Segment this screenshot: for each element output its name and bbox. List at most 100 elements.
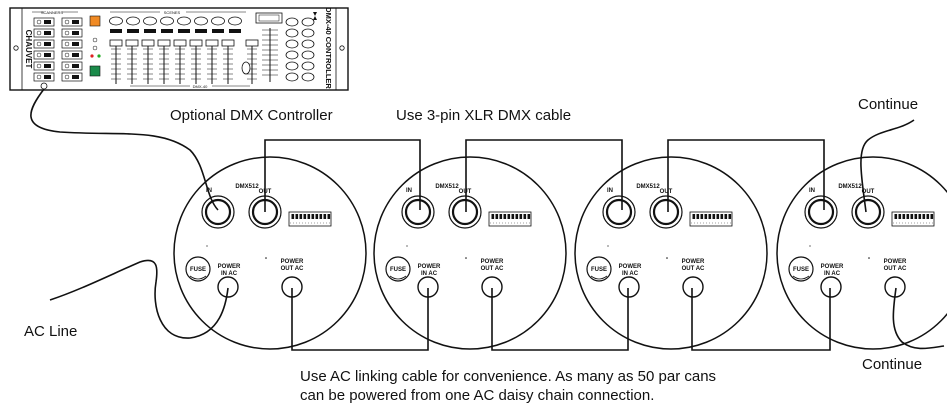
blackout-button[interactable] <box>89 65 101 77</box>
up-arrow-icon[interactable] <box>313 12 317 16</box>
fader-knob[interactable] <box>205 39 219 47</box>
dip-switch-lever[interactable] <box>515 214 519 219</box>
dip-switch-lever[interactable] <box>499 214 503 219</box>
dip-switch-lever[interactable] <box>712 214 716 219</box>
dip-switch-lever[interactable] <box>716 214 720 219</box>
down-arrow-icon[interactable] <box>313 16 317 20</box>
dip-switch-lever[interactable] <box>918 214 922 219</box>
function-button[interactable] <box>301 72 315 82</box>
dip-switch-lever[interactable] <box>307 214 311 219</box>
dip-switch-lever[interactable] <box>311 214 315 219</box>
fuse-label: FUSE <box>190 267 206 273</box>
led-red <box>90 54 94 58</box>
function-button[interactable] <box>301 61 315 71</box>
function-button[interactable] <box>285 28 299 38</box>
dip-switch-lever[interactable] <box>724 214 728 219</box>
dip-switch-lever[interactable] <box>700 214 704 219</box>
scene-indicator <box>178 29 190 33</box>
dip-switch-lever[interactable] <box>898 214 902 219</box>
dip-switch-lever[interactable] <box>519 214 523 219</box>
fuse-holder[interactable] <box>385 256 411 282</box>
power-in-label: POWER <box>218 264 241 270</box>
dip-switch-lever[interactable] <box>914 214 918 219</box>
fader-knob[interactable] <box>141 39 155 47</box>
scanner-led <box>64 52 70 58</box>
function-button[interactable] <box>301 39 315 49</box>
power-in-port[interactable] <box>217 276 239 298</box>
fader-knob[interactable] <box>189 39 203 47</box>
scanner-indicator <box>72 31 79 35</box>
dip-switch-lever[interactable] <box>291 214 295 219</box>
function-button[interactable] <box>285 72 299 82</box>
scene-button[interactable] <box>160 16 174 26</box>
scene-button[interactable] <box>177 16 191 26</box>
dip-switch-lever[interactable] <box>523 214 527 219</box>
fuse-holder[interactable] <box>788 256 814 282</box>
function-button[interactable] <box>301 17 315 27</box>
power-in-port[interactable] <box>618 276 640 298</box>
dip-switch-lever[interactable] <box>728 214 732 219</box>
scene-button[interactable] <box>194 16 208 26</box>
function-button[interactable] <box>301 50 315 60</box>
fuse-holder[interactable] <box>586 256 612 282</box>
fuse-label: FUSE <box>591 267 607 273</box>
dip-switch-lever[interactable] <box>704 214 708 219</box>
dip-switch-lever[interactable] <box>720 214 724 219</box>
dip-switch-lever[interactable] <box>323 214 327 219</box>
fade-time-knob[interactable] <box>241 61 251 75</box>
dip-switch-lever[interactable] <box>327 214 331 219</box>
dip-switch-lever[interactable] <box>295 214 299 219</box>
dip-switch-lever[interactable] <box>910 214 914 219</box>
controller-dmx-out-port[interactable] <box>40 82 48 90</box>
fuse-holder[interactable] <box>185 256 211 282</box>
power-in-label-sub: IN AC <box>221 271 238 277</box>
fader-knob[interactable] <box>125 39 139 47</box>
function-button[interactable] <box>285 39 299 49</box>
function-button[interactable] <box>285 50 299 60</box>
dip-switch-lever[interactable] <box>922 214 926 219</box>
function-button[interactable] <box>285 61 299 71</box>
dip-switch-lever[interactable] <box>902 214 906 219</box>
dip-switch-lever[interactable] <box>708 214 712 219</box>
fader-knob[interactable] <box>173 39 187 47</box>
fader-knob[interactable] <box>157 39 171 47</box>
dip-switch-lever[interactable] <box>491 214 495 219</box>
fader-knob[interactable] <box>109 39 123 47</box>
dip-switch-lever[interactable] <box>926 214 930 219</box>
dmx-cable-3-4 <box>667 139 825 212</box>
power-out-port[interactable] <box>682 276 704 298</box>
dip-switch-lever[interactable] <box>894 214 898 219</box>
fuse-label: FUSE <box>793 267 809 273</box>
dip-switch-lever[interactable] <box>507 214 511 219</box>
dip-switch-lever[interactable] <box>527 214 531 219</box>
dip-switch-lever[interactable] <box>692 214 696 219</box>
scene-button[interactable] <box>211 16 225 26</box>
dip-switch-lever[interactable] <box>503 214 507 219</box>
scene-button[interactable] <box>109 16 123 26</box>
dmx512-label: DMX512 <box>235 184 259 190</box>
function-button[interactable] <box>301 28 315 38</box>
scene-button[interactable] <box>126 16 140 26</box>
scanner-led <box>36 19 42 25</box>
dip-switch-lever[interactable] <box>299 214 303 219</box>
program-button[interactable] <box>89 15 101 27</box>
dip-switch-lever[interactable] <box>906 214 910 219</box>
dip-switch-lever[interactable] <box>319 214 323 219</box>
dip-switch-lever[interactable] <box>696 214 700 219</box>
dip-switch-lever[interactable] <box>930 214 934 219</box>
dip-switch-lever[interactable] <box>495 214 499 219</box>
dip-switch-lever[interactable] <box>315 214 319 219</box>
scene-indicator <box>161 29 173 33</box>
scanner-indicator <box>44 75 51 79</box>
fader-knob[interactable] <box>245 39 259 47</box>
dmx512-label: DMX512 <box>636 184 660 190</box>
scene-button[interactable] <box>143 16 157 26</box>
dmx-cable-controller <box>30 88 219 211</box>
dip-switch-lever[interactable] <box>511 214 515 219</box>
scene-button[interactable] <box>228 16 242 26</box>
fader-knob[interactable] <box>221 39 235 47</box>
dip-switch-lever[interactable] <box>303 214 307 219</box>
power-in-port[interactable] <box>820 276 842 298</box>
function-button[interactable] <box>285 17 299 27</box>
